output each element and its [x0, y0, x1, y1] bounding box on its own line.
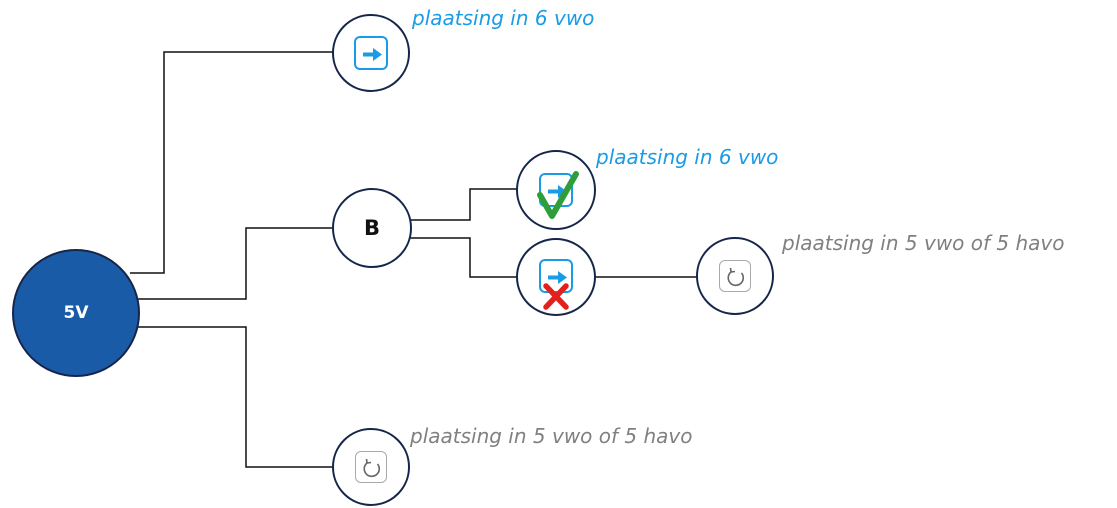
connector-b-fail — [410, 237, 517, 278]
arrow-right-icon — [354, 36, 388, 70]
root-label: 5V — [63, 303, 89, 323]
branch-node-b: B — [332, 188, 412, 268]
branch-label: B — [363, 216, 380, 240]
outcome-node-top — [332, 14, 410, 92]
root-node: 5V — [12, 249, 140, 377]
connector-root-bottom — [136, 326, 333, 468]
outcome-node-pass — [516, 150, 596, 230]
connector-b-pass — [410, 188, 517, 221]
label-pass: plaatsing in 6 vwo — [596, 145, 779, 169]
cross-icon — [543, 283, 569, 310]
label-top: plaatsing in 6 vwo — [412, 6, 595, 30]
outcome-node-bottom — [332, 428, 410, 506]
connector-root-b — [136, 227, 333, 300]
repeat-icon — [355, 451, 387, 483]
repeat-icon — [719, 260, 751, 292]
outcome-node-fail-repeat — [696, 237, 774, 315]
label-bottom: plaatsing in 5 vwo of 5 havo — [410, 424, 693, 448]
checkmark-icon — [537, 171, 579, 219]
label-fail-repeat: plaatsing in 5 vwo of 5 havo — [782, 231, 1065, 255]
connector-root-top — [130, 51, 333, 274]
outcome-node-fail — [516, 238, 596, 316]
